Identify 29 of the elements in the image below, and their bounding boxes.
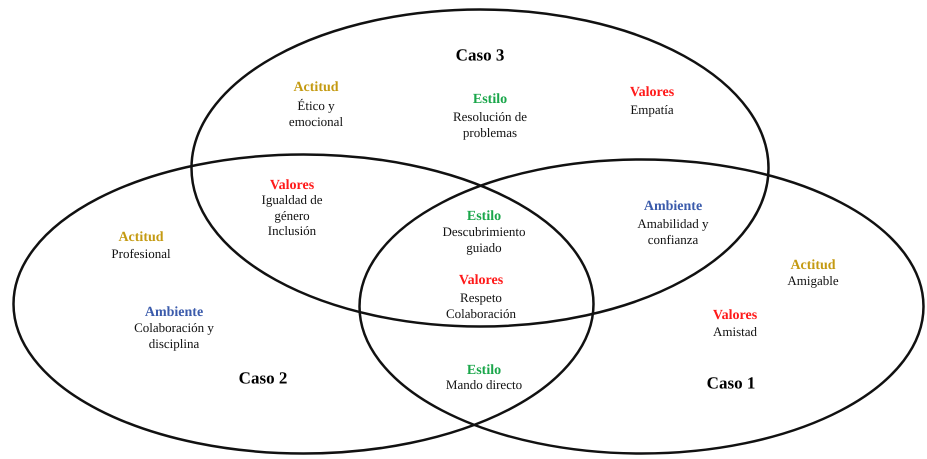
category-heading: Actitud bbox=[789, 258, 837, 274]
category-heading: Valores bbox=[458, 273, 504, 289]
set-label: Caso 2 bbox=[238, 367, 288, 390]
category-text: Empatía bbox=[629, 102, 675, 118]
category-text: Descubrimiento guiado bbox=[441, 224, 527, 256]
category-heading: Actitud bbox=[117, 230, 165, 246]
category-heading: Ambiente bbox=[144, 305, 204, 321]
category-text: Inclusión bbox=[266, 223, 318, 239]
category-heading: Actitud bbox=[292, 80, 340, 96]
category-heading: Estilo bbox=[466, 209, 502, 225]
category-text: Colaboración y disciplina bbox=[133, 320, 215, 352]
category-text: Amabilidad y confianza bbox=[636, 216, 710, 248]
set-label: Caso 1 bbox=[706, 372, 756, 394]
category-text: Profesional bbox=[110, 246, 172, 262]
category-heading: Valores bbox=[628, 85, 676, 101]
category-text: Amigable bbox=[786, 273, 840, 289]
category-text: Respeto bbox=[459, 290, 503, 306]
category-text: Igualdad de género bbox=[260, 192, 324, 224]
category-heading: Valores bbox=[712, 308, 758, 324]
category-text: Ético y emocional bbox=[288, 98, 344, 130]
category-text: Mando directo bbox=[444, 377, 524, 393]
category-text: Amistad bbox=[712, 324, 758, 340]
category-text: Colaboración bbox=[444, 306, 518, 322]
category-text: Resolución de problemas bbox=[452, 109, 528, 141]
category-heading: Valores bbox=[268, 178, 316, 194]
category-heading: Estilo bbox=[472, 92, 508, 108]
category-heading: Ambiente bbox=[642, 199, 704, 215]
set-label: Caso 3 bbox=[456, 44, 504, 66]
category-heading: Estilo bbox=[466, 363, 502, 379]
